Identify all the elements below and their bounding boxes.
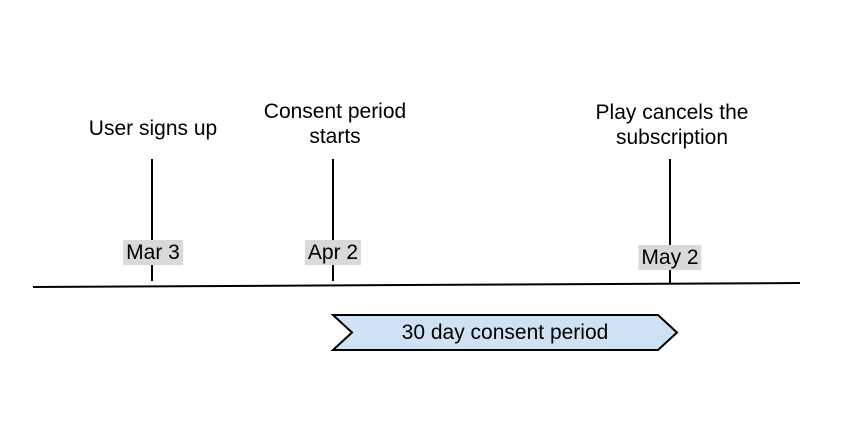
- event-tick-user-signs-up: [151, 159, 153, 281]
- event-label-play-cancels-subscription: Play cancels the subscription: [595, 101, 749, 149]
- consent-period-banner-label: 30 day consent period: [401, 321, 609, 344]
- event-tick-play-cancels: [669, 159, 671, 283]
- timeline-axis-line: [32, 282, 801, 288]
- event-label-user-signs-up: User signs up: [88, 117, 218, 140]
- consent-period-banner-shape: [330, 314, 679, 351]
- date-badge-may-2: May 2: [638, 245, 702, 270]
- event-label-consent-period-starts: Consent period starts: [263, 100, 407, 148]
- event-tick-consent-period-starts: [332, 159, 334, 281]
- date-badge-apr-2: Apr 2: [304, 240, 362, 265]
- date-badge-mar-3: Mar 3: [123, 240, 183, 265]
